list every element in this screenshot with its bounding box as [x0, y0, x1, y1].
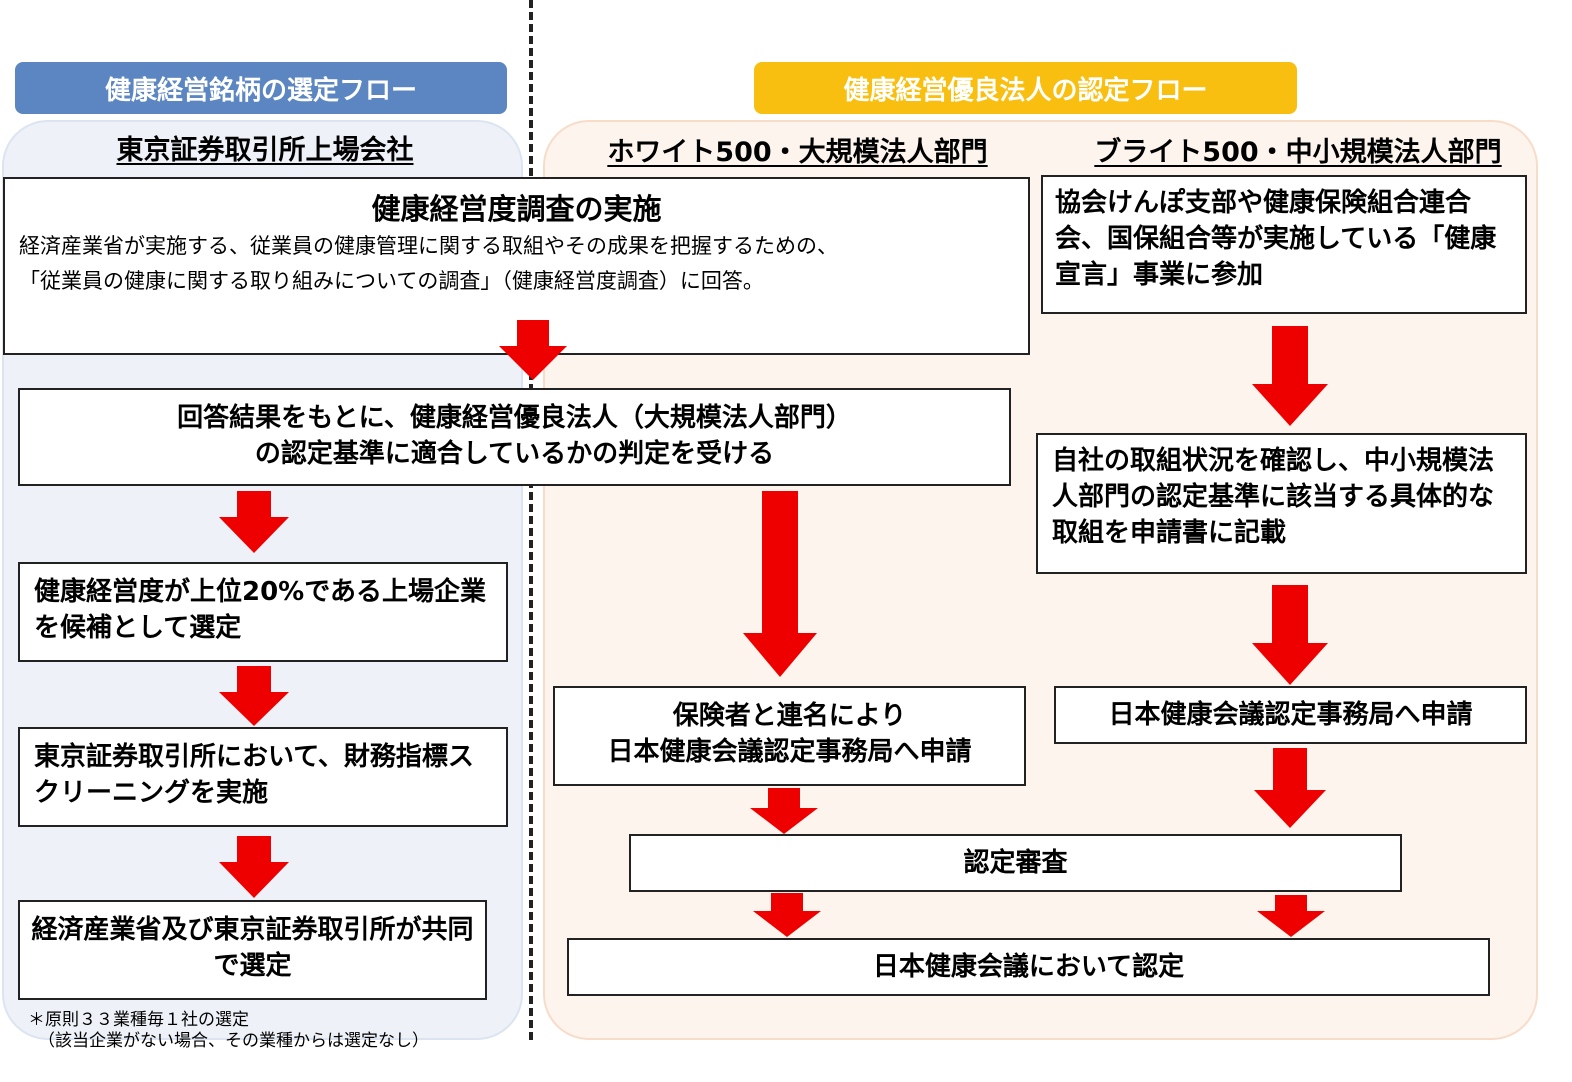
top20-text: 健康経営度が上位20%である上場企業を候補として選定 — [34, 577, 486, 643]
white500-heading: ホワイト500・大規模法人部門 — [607, 137, 988, 168]
dashed-divider — [529, 0, 533, 1040]
joint-selection-text: 経済産業省及び東京証券取引所が共同で選定 — [31, 915, 474, 981]
self-check-text: 自社の取組状況を確認し、中小規模法人部門の認定基準に該当する具体的な取組を申請書… — [1052, 446, 1495, 548]
judgement-box: 回答結果をもとに、健康経営優良法人（大規模法人部門） の認定基準に適合しているか… — [18, 388, 1011, 486]
joint-selection-box: 経済産業省及び東京証券取引所が共同で選定 — [18, 900, 487, 1000]
bright-apply-text: 日本健康会議認定事務局へ申請 — [1108, 700, 1473, 730]
arrow-down-icon — [1254, 748, 1326, 828]
certify-box: 日本健康会議において認定 — [567, 938, 1490, 996]
tse-listed-heading: 東京証券取引所上場会社 — [116, 135, 414, 166]
kenko-sengen-text: 協会けんぽ支部や健康保険組合連合会、国保組合等が実施している「健康宣言」事業に参… — [1055, 188, 1497, 290]
self-check-box: 自社の取組状況を確認し、中小規模法人部門の認定基準に該当する具体的な取組を申請書… — [1036, 433, 1527, 574]
arrow-down-icon — [219, 666, 289, 726]
footnote-line1: ＊原則３３業種毎１社の選定 — [28, 1010, 249, 1030]
arrow-down-icon — [753, 893, 821, 937]
bright500-heading: ブライト500・中小規模法人部門 — [1094, 137, 1502, 168]
arrow-down-icon — [743, 491, 817, 677]
kenko-sengen-box: 協会けんぽ支部や健康保険組合連合会、国保組合等が実施している「健康宣言」事業に参… — [1041, 175, 1527, 314]
arrow-down-icon — [499, 320, 567, 380]
top20-box: 健康経営度が上位20%である上場企業を候補として選定 — [18, 562, 508, 662]
arrow-down-icon — [750, 788, 818, 834]
survey-title: 健康経営度調査の実施 — [371, 192, 662, 226]
review-text: 認定審査 — [963, 848, 1068, 878]
white-apply-box: 保険者と連名により 日本健康会議認定事務局へ申請 — [553, 686, 1026, 786]
survey-description-line1: 経済産業省が実施する、従業員の健康管理に関する取組やその成果を把握するための、 — [19, 234, 838, 258]
judgement-line2: の認定基準に適合しているかの判定を受ける — [254, 439, 775, 469]
bright-apply-box: 日本健康会議認定事務局へ申請 — [1054, 686, 1527, 744]
arrow-down-icon — [1252, 585, 1328, 685]
white-apply-line2: 日本健康会議認定事務局へ申請 — [607, 737, 972, 767]
judgement-line1: 回答結果をもとに、健康経営優良法人（大規模法人部門） — [177, 403, 852, 433]
yuryo-flow-title: 健康経営優良法人の認定フロー — [754, 62, 1297, 114]
arrow-down-icon — [219, 836, 289, 898]
white-apply-line1: 保険者と連名により — [672, 701, 907, 731]
meigara-flow-title: 健康経営銘柄の選定フロー — [15, 62, 507, 114]
screening-box: 東京証券取引所において、財務指標スクリーニングを実施 — [18, 727, 508, 827]
arrow-down-icon — [1252, 326, 1328, 426]
survey-description-line2: 「従業員の健康に関する取り組みについての調査」（健康経営度調査）に回答。 — [19, 269, 764, 293]
arrow-down-icon — [219, 491, 289, 553]
review-box: 認定審査 — [629, 834, 1402, 892]
certify-text: 日本健康会議において認定 — [872, 952, 1185, 982]
arrow-down-icon — [1257, 895, 1325, 937]
footnote-line2: （該当企業がない場合、その業種からは選定なし） — [38, 1031, 429, 1051]
screening-text: 東京証券取引所において、財務指標スクリーニングを実施 — [34, 742, 474, 808]
